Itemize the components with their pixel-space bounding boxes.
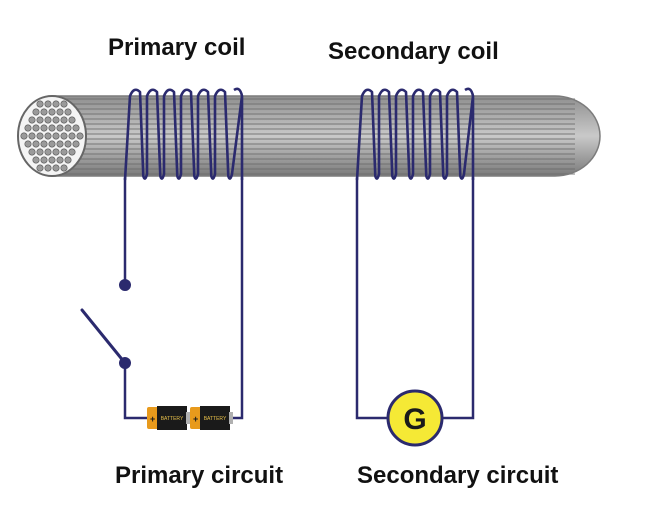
- core-strand-end: [48, 156, 56, 164]
- core-strand-end: [44, 148, 52, 156]
- core-strand-end: [28, 148, 36, 156]
- core-strand-end: [48, 108, 56, 116]
- core-strand-end: [60, 116, 68, 124]
- core-strand-end: [32, 108, 40, 116]
- core-strand-end: [68, 148, 76, 156]
- core-strand-end: [36, 164, 44, 172]
- core-strand-end: [48, 124, 56, 132]
- battery-text-1: BATTERY: [161, 416, 184, 422]
- battery-cell-2: + BATTERY: [190, 406, 233, 430]
- secondary-coil: [355, 87, 475, 181]
- core-strand-end: [44, 132, 52, 140]
- battery-plus-1: +: [150, 414, 155, 424]
- core-strand-end: [32, 124, 40, 132]
- core-strand-end: [68, 116, 76, 124]
- core-strand-end: [36, 100, 44, 108]
- coil-winding: [123, 87, 244, 181]
- secondary-circuit-label: Secondary circuit: [357, 462, 559, 489]
- core-strand-end: [64, 108, 72, 116]
- core-strand-end: [72, 140, 80, 148]
- core-strand-end: [44, 116, 52, 124]
- core-strand-end: [40, 156, 48, 164]
- core-strand-end: [64, 140, 72, 148]
- core-strand-end: [24, 124, 32, 132]
- primary-coil-label: Primary coil: [108, 34, 246, 61]
- battery-text-2: BATTERY: [204, 416, 227, 422]
- core-strand-end: [56, 124, 64, 132]
- core-strand-end: [44, 100, 52, 108]
- iron-core: [17, 95, 601, 177]
- battery: + BATTERY + BATTERY: [147, 406, 233, 430]
- core-strand-end: [24, 140, 32, 148]
- core-end-face: [17, 95, 87, 177]
- battery-plus-2: +: [193, 414, 198, 424]
- core-strand-end: [32, 140, 40, 148]
- core-strand-end: [52, 148, 60, 156]
- core-strand-end: [28, 132, 36, 140]
- battery-cell-1: + BATTERY: [147, 406, 190, 430]
- core-strand-end: [60, 132, 68, 140]
- core-strand-end: [40, 124, 48, 132]
- core-strand-end: [64, 156, 72, 164]
- core-strand-end: [28, 116, 36, 124]
- core-strand-end: [40, 140, 48, 148]
- core-strand-end: [60, 164, 68, 172]
- secondary-coil-label: Secondary coil: [328, 38, 499, 65]
- core-strand-end: [52, 164, 60, 172]
- core-strand-end: [60, 148, 68, 156]
- secondary-circuit-wires: [355, 176, 475, 420]
- switch: [80, 279, 131, 369]
- core-strand-end: [36, 116, 44, 124]
- core-strand-end: [44, 164, 52, 172]
- core-strand-end: [48, 140, 56, 148]
- coil-winding: [355, 87, 475, 181]
- galvanometer: G: [386, 389, 444, 447]
- core-strand-end: [56, 156, 64, 164]
- core-strand-end: [32, 156, 40, 164]
- core-strand-end: [36, 132, 44, 140]
- core-strand-end: [40, 108, 48, 116]
- primary-coil: [123, 87, 244, 181]
- core-strand-end: [36, 148, 44, 156]
- core-strand-end: [72, 124, 80, 132]
- core-strand-end: [64, 124, 72, 132]
- core-strand-end: [68, 132, 76, 140]
- primary-circuit-wires: [123, 176, 244, 420]
- core-strand-end: [20, 132, 28, 140]
- core-strand-end: [76, 132, 84, 140]
- core-strand-end: [56, 108, 64, 116]
- core-strand-end: [52, 100, 60, 108]
- core-strand-end: [60, 100, 68, 108]
- core-strand-end: [52, 132, 60, 140]
- core-strand-end: [52, 116, 60, 124]
- core-end-strands: [20, 100, 84, 172]
- galvanometer-symbol: G: [403, 403, 426, 436]
- primary-circuit-label: Primary circuit: [115, 462, 284, 489]
- core-strand-end: [56, 140, 64, 148]
